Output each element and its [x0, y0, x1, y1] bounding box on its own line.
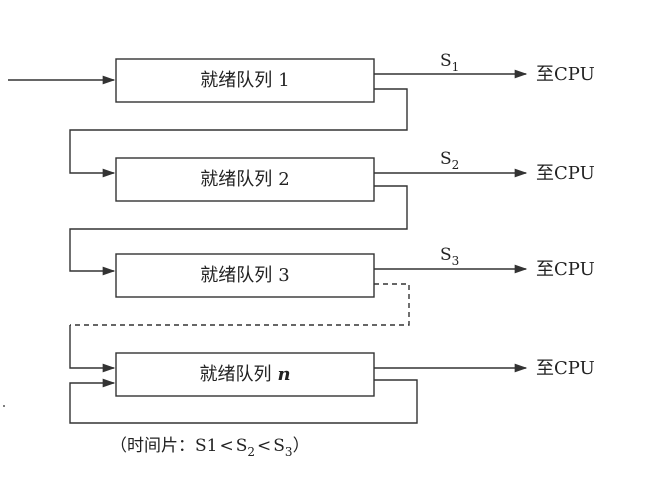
- queue-label-2: 就绪队列 2: [200, 169, 289, 190]
- cpu-label-2: 至CPU: [536, 163, 595, 184]
- demote-path-1-to-2: [69, 88, 408, 178]
- slice-letter-2: S: [440, 149, 452, 169]
- note-s1: S1: [195, 436, 217, 456]
- cpu-label-3: 至CPU: [536, 259, 595, 280]
- slice-letter-3: S: [440, 245, 452, 265]
- note-s2-sub: 2: [247, 445, 255, 459]
- queue-box-n: [115, 352, 375, 397]
- queue-name-3: 就绪队列: [200, 265, 272, 286]
- queue-num-2: 2: [278, 169, 289, 190]
- queue-label-1: 就绪队列 1: [200, 70, 289, 91]
- demote-path-2-to-3: [69, 185, 408, 276]
- cpu-label-n: 至CPU: [536, 358, 595, 379]
- slice-label-1: S1: [440, 51, 459, 74]
- note-s2-letter: S: [236, 436, 248, 456]
- note-open: （时间片：: [110, 436, 195, 456]
- slice-sub-3: 3: [452, 254, 460, 268]
- demote-path-3-to-n-solid: [69, 325, 116, 373]
- slice-letter-1: S: [440, 51, 452, 71]
- slice-label-3: S3: [440, 245, 459, 268]
- queue-num-3: 3: [278, 265, 289, 286]
- slice-label-2: S2: [440, 149, 459, 172]
- queue-label-n: 就绪队列 n: [199, 364, 290, 385]
- note-s3-sub: 3: [285, 445, 293, 459]
- queue-box-3: [115, 253, 375, 298]
- queue-box-2: [115, 157, 375, 202]
- stray-dot: [3, 405, 5, 407]
- note-close: ）: [293, 436, 310, 456]
- slice-sub-2: 2: [452, 158, 460, 172]
- queue-num-n: n: [277, 364, 290, 385]
- loop-path-n: [69, 378, 418, 424]
- slice-sub-1: 1: [452, 60, 460, 74]
- queue-name-2: 就绪队列: [200, 169, 272, 190]
- queue-num-1: 1: [278, 70, 289, 91]
- queue-name-n: 就绪队列: [199, 364, 271, 385]
- note-lt-2: <: [257, 436, 271, 456]
- cpu-label-1: 至CPU: [536, 64, 595, 85]
- time-slice-note: （时间片：S1<S2<S3）: [110, 436, 310, 459]
- demote-path-3-to-n-dashed: [70, 283, 410, 326]
- queue-name-1: 就绪队列: [200, 70, 272, 91]
- note-s3-letter: S: [273, 436, 285, 456]
- queue-label-3: 就绪队列 3: [200, 265, 289, 286]
- note-lt-1: <: [219, 436, 233, 456]
- queue-box-1: [115, 58, 375, 103]
